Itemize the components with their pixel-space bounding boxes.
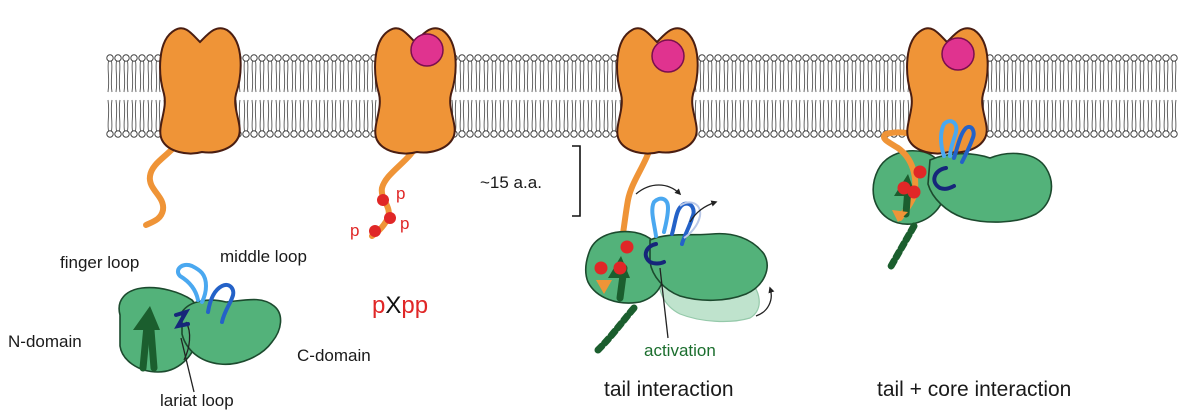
lariat-loop — [643, 242, 666, 266]
finger-loop-ghost — [679, 201, 702, 239]
phosphate-dot — [377, 194, 389, 206]
c-domain-shape — [181, 298, 282, 366]
rotation-arrow — [755, 286, 775, 317]
finger-loop — [175, 263, 209, 304]
panel-3-tail-interaction: ~15 a.a. activation tail interaction — [480, 27, 775, 401]
phosphate-dot — [384, 212, 396, 224]
arrestin-active — [585, 196, 768, 354]
label-lariat-loop: lariat loop — [160, 391, 234, 410]
ligand — [410, 33, 444, 67]
label-n-domain: N-domain — [8, 332, 82, 351]
tail-arrowhead — [892, 210, 908, 222]
label-c-domain: C-domain — [297, 346, 371, 365]
n-domain-strand — [139, 322, 151, 372]
panel-1-unbound: finger loop middle loop N-domain C-domai… — [8, 27, 371, 410]
label-activation: activation — [644, 341, 716, 360]
c-terminal-tail — [594, 304, 638, 354]
label-distance: ~15 a.a. — [480, 173, 542, 192]
phosphate-dot — [620, 240, 634, 254]
caption-tail-interaction: tail interaction — [604, 378, 734, 401]
lariat-loop — [174, 308, 191, 329]
rotation-arrow — [635, 184, 682, 196]
lariat-loop — [932, 166, 956, 191]
phosphate-dot — [913, 165, 927, 179]
label-finger-loop: finger loop — [60, 253, 139, 272]
finger-loop — [650, 196, 671, 238]
phosphate-dot — [594, 261, 608, 275]
phosphate-dot — [613, 261, 627, 275]
label-p: p — [350, 221, 359, 240]
arrestin-inactive — [118, 263, 282, 393]
distance-bracket — [572, 145, 581, 217]
ligand — [651, 39, 685, 73]
middle-loop — [952, 125, 976, 164]
phosphate-dot — [897, 181, 911, 195]
receptor-tail — [369, 139, 421, 239]
middle-loop — [206, 283, 236, 324]
c-domain-shape — [927, 152, 1053, 223]
ligand — [941, 37, 975, 71]
middle-loop — [670, 201, 696, 246]
receptor-tail — [143, 139, 181, 228]
c-terminal-tail — [886, 222, 918, 272]
phosphate-dot — [369, 225, 381, 237]
n-domain-arrow — [133, 306, 160, 330]
label-p: p — [400, 214, 409, 233]
rotation-arrow — [689, 200, 718, 223]
label-middle-loop: middle loop — [220, 247, 307, 266]
panel-4-tail-core-interaction: tail + core interaction — [872, 27, 1071, 401]
finger-loop — [939, 119, 959, 158]
tail-arrowhead — [596, 280, 612, 294]
c-domain-shape — [649, 232, 768, 302]
panel-2-phosphorylated: p p p pXpp — [350, 27, 457, 319]
phosphate-dot — [907, 185, 921, 199]
label-p: p — [396, 184, 405, 203]
motif-pxpp: pXpp — [372, 292, 428, 319]
caption-tail-core-interaction: tail + core interaction — [877, 378, 1071, 401]
receptor — [159, 27, 242, 155]
